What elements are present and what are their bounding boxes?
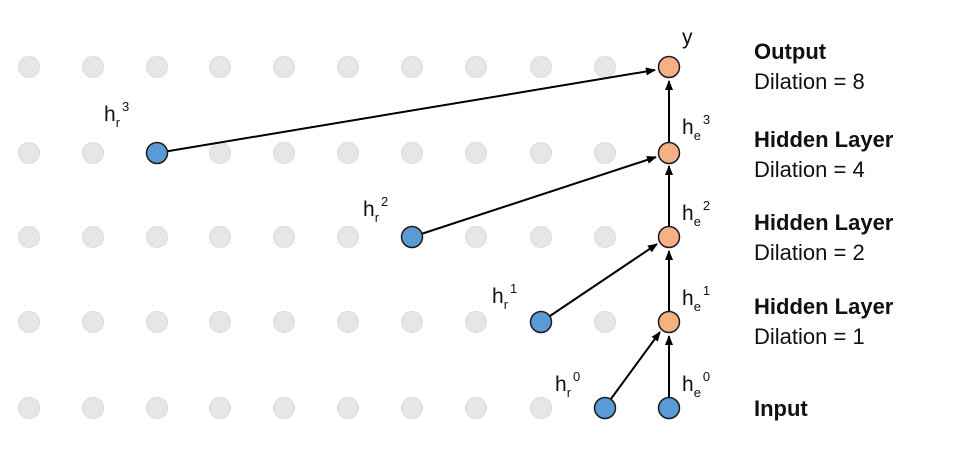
background-node bbox=[465, 142, 487, 164]
label-he2: he2 bbox=[682, 198, 710, 229]
label-y: y bbox=[682, 26, 693, 49]
arrow-hr0-to-he1 bbox=[604, 331, 661, 408]
arrow-hr1-to-he2 bbox=[540, 243, 658, 323]
connections bbox=[156, 67, 673, 408]
background-node bbox=[18, 226, 40, 248]
background-node bbox=[18, 56, 40, 78]
node-he1 bbox=[657, 310, 681, 334]
background-node bbox=[337, 397, 359, 419]
background-node bbox=[273, 226, 295, 248]
background-node bbox=[337, 142, 359, 164]
background-node bbox=[401, 311, 423, 333]
background-node bbox=[337, 226, 359, 248]
layer-legend: Output Dilation = 8 Hidden Layer Dilatio… bbox=[754, 39, 894, 421]
label-hr2: hr2 bbox=[363, 194, 388, 225]
layer-title-hidden2: Hidden Layer bbox=[754, 210, 894, 235]
active-nodes bbox=[145, 55, 681, 420]
arrow-hr2-to-he3 bbox=[411, 156, 657, 238]
background-node bbox=[82, 226, 104, 248]
label-he1: he1 bbox=[682, 283, 710, 314]
label-hr1: hr1 bbox=[492, 281, 517, 312]
background-node bbox=[401, 142, 423, 164]
background-node bbox=[465, 397, 487, 419]
background-node bbox=[82, 311, 104, 333]
node-hr2 bbox=[400, 225, 424, 249]
layer-dilation-hidden1: Dilation = 1 bbox=[754, 324, 865, 349]
background-node bbox=[82, 397, 104, 419]
background-node bbox=[465, 311, 487, 333]
background-node bbox=[146, 311, 168, 333]
layer-dilation-hidden2: Dilation = 2 bbox=[754, 240, 865, 265]
background-node bbox=[18, 142, 40, 164]
arrow-hr3-to-y bbox=[156, 67, 656, 154]
background-node bbox=[401, 56, 423, 78]
node-labels: y hr3 hr2 hr1 hr0 he3 he2 he1 he0 bbox=[104, 26, 710, 400]
background-node bbox=[146, 397, 168, 419]
background-node bbox=[530, 226, 552, 248]
background-node bbox=[465, 56, 487, 78]
background-node bbox=[530, 397, 552, 419]
layer-dilation-hidden3: Dilation = 4 bbox=[754, 157, 865, 182]
node-hr1 bbox=[529, 310, 553, 334]
background-node bbox=[273, 397, 295, 419]
label-he0: he0 bbox=[682, 369, 710, 400]
layer-title-hidden3: Hidden Layer bbox=[754, 127, 894, 152]
background-node bbox=[18, 311, 40, 333]
layer-title-input: Input bbox=[754, 396, 808, 421]
layer-dilation-output: Dilation = 8 bbox=[754, 69, 865, 94]
background-node bbox=[530, 142, 552, 164]
label-hr0: hr0 bbox=[555, 369, 580, 400]
background-node-grid bbox=[18, 56, 680, 419]
background-node bbox=[146, 226, 168, 248]
background-node bbox=[209, 142, 231, 164]
background-node bbox=[209, 311, 231, 333]
background-node bbox=[209, 397, 231, 419]
layer-title-hidden1: Hidden Layer bbox=[754, 294, 894, 319]
background-node bbox=[465, 226, 487, 248]
node-y bbox=[657, 55, 681, 79]
background-node bbox=[209, 56, 231, 78]
node-he0 bbox=[657, 396, 681, 420]
node-he3 bbox=[657, 141, 681, 165]
label-he3: he3 bbox=[682, 112, 710, 143]
background-node bbox=[337, 311, 359, 333]
background-node bbox=[146, 56, 168, 78]
background-node bbox=[594, 311, 616, 333]
background-node bbox=[594, 56, 616, 78]
background-node bbox=[594, 226, 616, 248]
background-node bbox=[273, 142, 295, 164]
background-node bbox=[273, 56, 295, 78]
background-node bbox=[530, 56, 552, 78]
background-node bbox=[337, 56, 359, 78]
layer-title-output: Output bbox=[754, 39, 827, 64]
background-node bbox=[82, 142, 104, 164]
background-node bbox=[401, 397, 423, 419]
background-node bbox=[273, 311, 295, 333]
background-node bbox=[82, 56, 104, 78]
label-hr3: hr3 bbox=[104, 99, 129, 130]
node-he2 bbox=[657, 225, 681, 249]
background-node bbox=[209, 226, 231, 248]
background-node bbox=[18, 397, 40, 419]
node-hr3 bbox=[145, 141, 169, 165]
background-node bbox=[594, 142, 616, 164]
node-hr0 bbox=[593, 396, 617, 420]
